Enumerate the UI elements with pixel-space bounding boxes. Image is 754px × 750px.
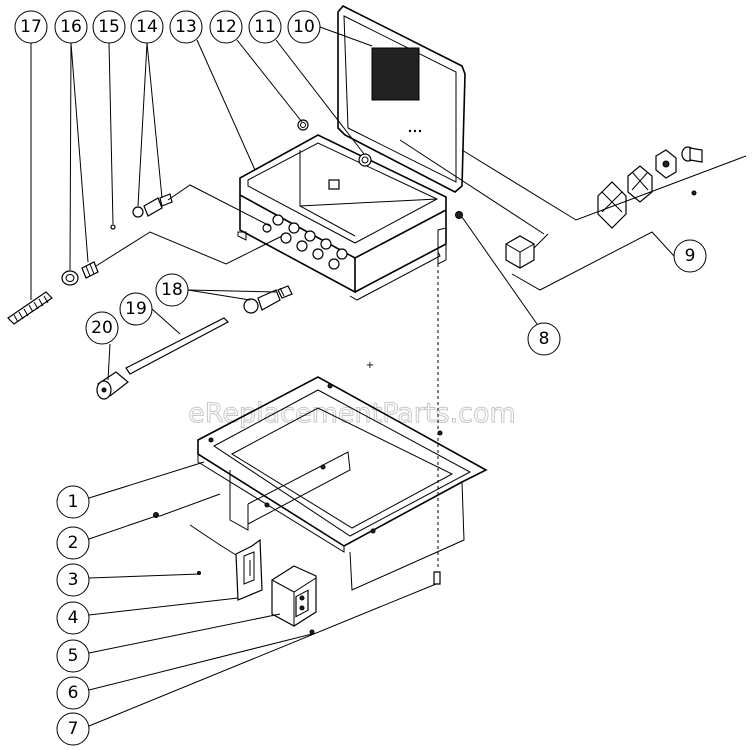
grommet-12 [297, 119, 309, 131]
callout-label: 14 [136, 17, 158, 37]
callout-circle [248, 10, 282, 44]
callout-6: 6 [56, 676, 90, 710]
callout-label: 8 [539, 329, 550, 349]
lid-label-plate [371, 47, 420, 101]
callout-circle [56, 676, 90, 710]
center-mark: + [366, 360, 374, 371]
cord-grip-17 [7, 291, 53, 325]
callout-label: 18 [161, 280, 183, 300]
fitting-16 [61, 261, 99, 286]
callout-13: 13 [169, 10, 203, 44]
callout-3: 3 [56, 563, 90, 597]
callout-12: 12 [209, 10, 243, 44]
callout-circle [54, 10, 88, 44]
nut-6 [309, 629, 315, 635]
callout-2: 2 [56, 526, 90, 560]
callout-label: 16 [60, 17, 82, 37]
callout-label: 12 [215, 17, 237, 37]
callout-circle [169, 10, 203, 44]
callout-label: 5 [68, 646, 79, 666]
callout-label: 9 [685, 246, 696, 266]
callout-circle [85, 311, 119, 345]
callout-17: 17 [14, 10, 48, 44]
callout-circle [56, 485, 90, 519]
callout-label: 7 [68, 719, 79, 739]
callout-circle [56, 712, 90, 746]
callout-label: 10 [293, 17, 315, 37]
callout-label: 1 [68, 492, 79, 512]
callout-circle [119, 292, 153, 326]
callout-8: 8 [527, 322, 561, 356]
callout-circle [56, 601, 90, 635]
callout-circle [92, 10, 126, 44]
relay [455, 211, 549, 269]
callout-14: 14 [130, 10, 164, 44]
bracket-4 [235, 538, 263, 601]
callout-1: 1 [56, 485, 90, 519]
probe-19 [125, 317, 229, 375]
callout-label: 3 [68, 570, 79, 590]
watermark: eReplacementParts.com [188, 398, 516, 429]
fitting-14 [132, 193, 173, 218]
fitting-18 [243, 285, 293, 314]
callout-19: 19 [119, 292, 153, 326]
callout-circle [155, 273, 189, 307]
knob-20 [96, 371, 129, 400]
bolt-7 [433, 571, 441, 585]
callout-11: 11 [248, 10, 282, 44]
callout-18: 18 [155, 273, 189, 307]
callout-15: 15 [92, 10, 126, 44]
callout-label: 15 [98, 17, 120, 37]
grommet-11 [358, 153, 372, 167]
switch-5 [271, 565, 317, 627]
callout-4: 4 [56, 601, 90, 635]
callout-label: 6 [68, 683, 79, 703]
callout-16: 16 [54, 10, 88, 44]
callout-label: 13 [175, 17, 197, 37]
callout-label: 20 [91, 318, 113, 338]
callout-circle [673, 239, 707, 273]
enclosure-box [237, 134, 447, 301]
callout-circle [56, 563, 90, 597]
callout-circle [527, 322, 561, 356]
callout-circle [56, 639, 90, 673]
callout-label: 2 [68, 533, 79, 553]
enclosure-lid [337, 4, 466, 193]
callout-10: 10 [287, 10, 321, 44]
callout-circle [14, 10, 48, 44]
callout-circle [56, 526, 90, 560]
callout-circle [130, 10, 164, 44]
callout-circle [209, 10, 243, 44]
callout-label: 19 [125, 299, 147, 319]
callout-9: 9 [673, 239, 707, 273]
base-frame: + [197, 360, 488, 591]
callout-label: 11 [254, 17, 276, 37]
callout-label: 17 [20, 17, 42, 37]
gauge-assembly [597, 146, 703, 229]
knockout-holes [262, 214, 348, 270]
callout-label: 4 [68, 608, 79, 628]
callout-circle [287, 10, 321, 44]
leader-lines [30, 26, 747, 727]
callout-20: 20 [85, 311, 119, 345]
callout-5: 5 [56, 639, 90, 673]
box-spacer [328, 179, 340, 190]
screw-8 [455, 211, 463, 219]
callout-7: 7 [56, 712, 90, 746]
plug-15 [110, 224, 116, 230]
